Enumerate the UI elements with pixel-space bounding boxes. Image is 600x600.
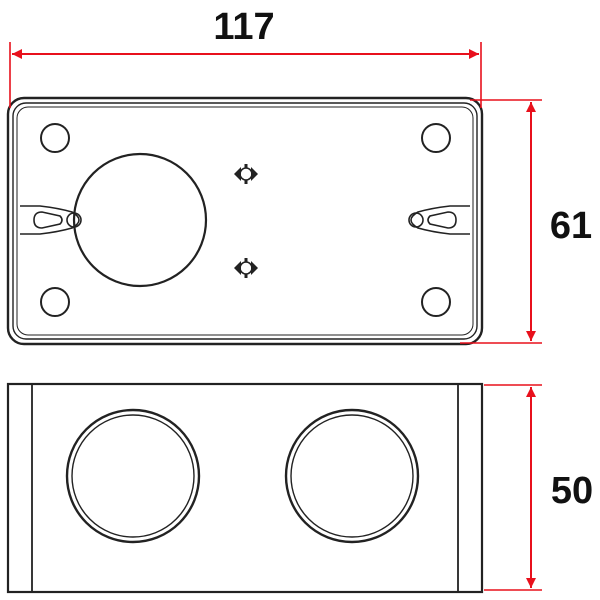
screw-boss-bottom (234, 258, 258, 278)
top-view-inner-outline (12, 102, 478, 340)
screw-boss-top (234, 164, 258, 184)
height-label: 61 (550, 205, 592, 247)
right-mounting-lug (408, 205, 470, 235)
corner-hole-top-left (40, 123, 70, 153)
side-knockout-left-inner (71, 414, 195, 538)
width-label: 117 (213, 6, 274, 48)
top-view (6, 96, 484, 346)
left-slot (33, 211, 63, 229)
dimension-width: 117 (9, 6, 482, 108)
side-view (6, 382, 484, 594)
knockout-circle (72, 152, 208, 288)
right-slot (427, 211, 457, 229)
side-knockout-right (284, 408, 420, 544)
dimension-height: 61 (460, 99, 592, 344)
side-knockout-left (65, 408, 201, 544)
dimension-depth: 50 (484, 384, 593, 591)
corner-hole-bottom-right (421, 287, 451, 317)
side-knockout-right-inner (290, 414, 414, 538)
top-view-outer-outline (6, 96, 484, 346)
top-view-inner-outline-2 (16, 106, 474, 336)
left-mounting-lug (20, 205, 82, 235)
side-view-outline (6, 382, 484, 594)
corner-hole-top-right (421, 123, 451, 153)
corner-hole-bottom-left (40, 287, 70, 317)
depth-label: 50 (551, 470, 593, 512)
